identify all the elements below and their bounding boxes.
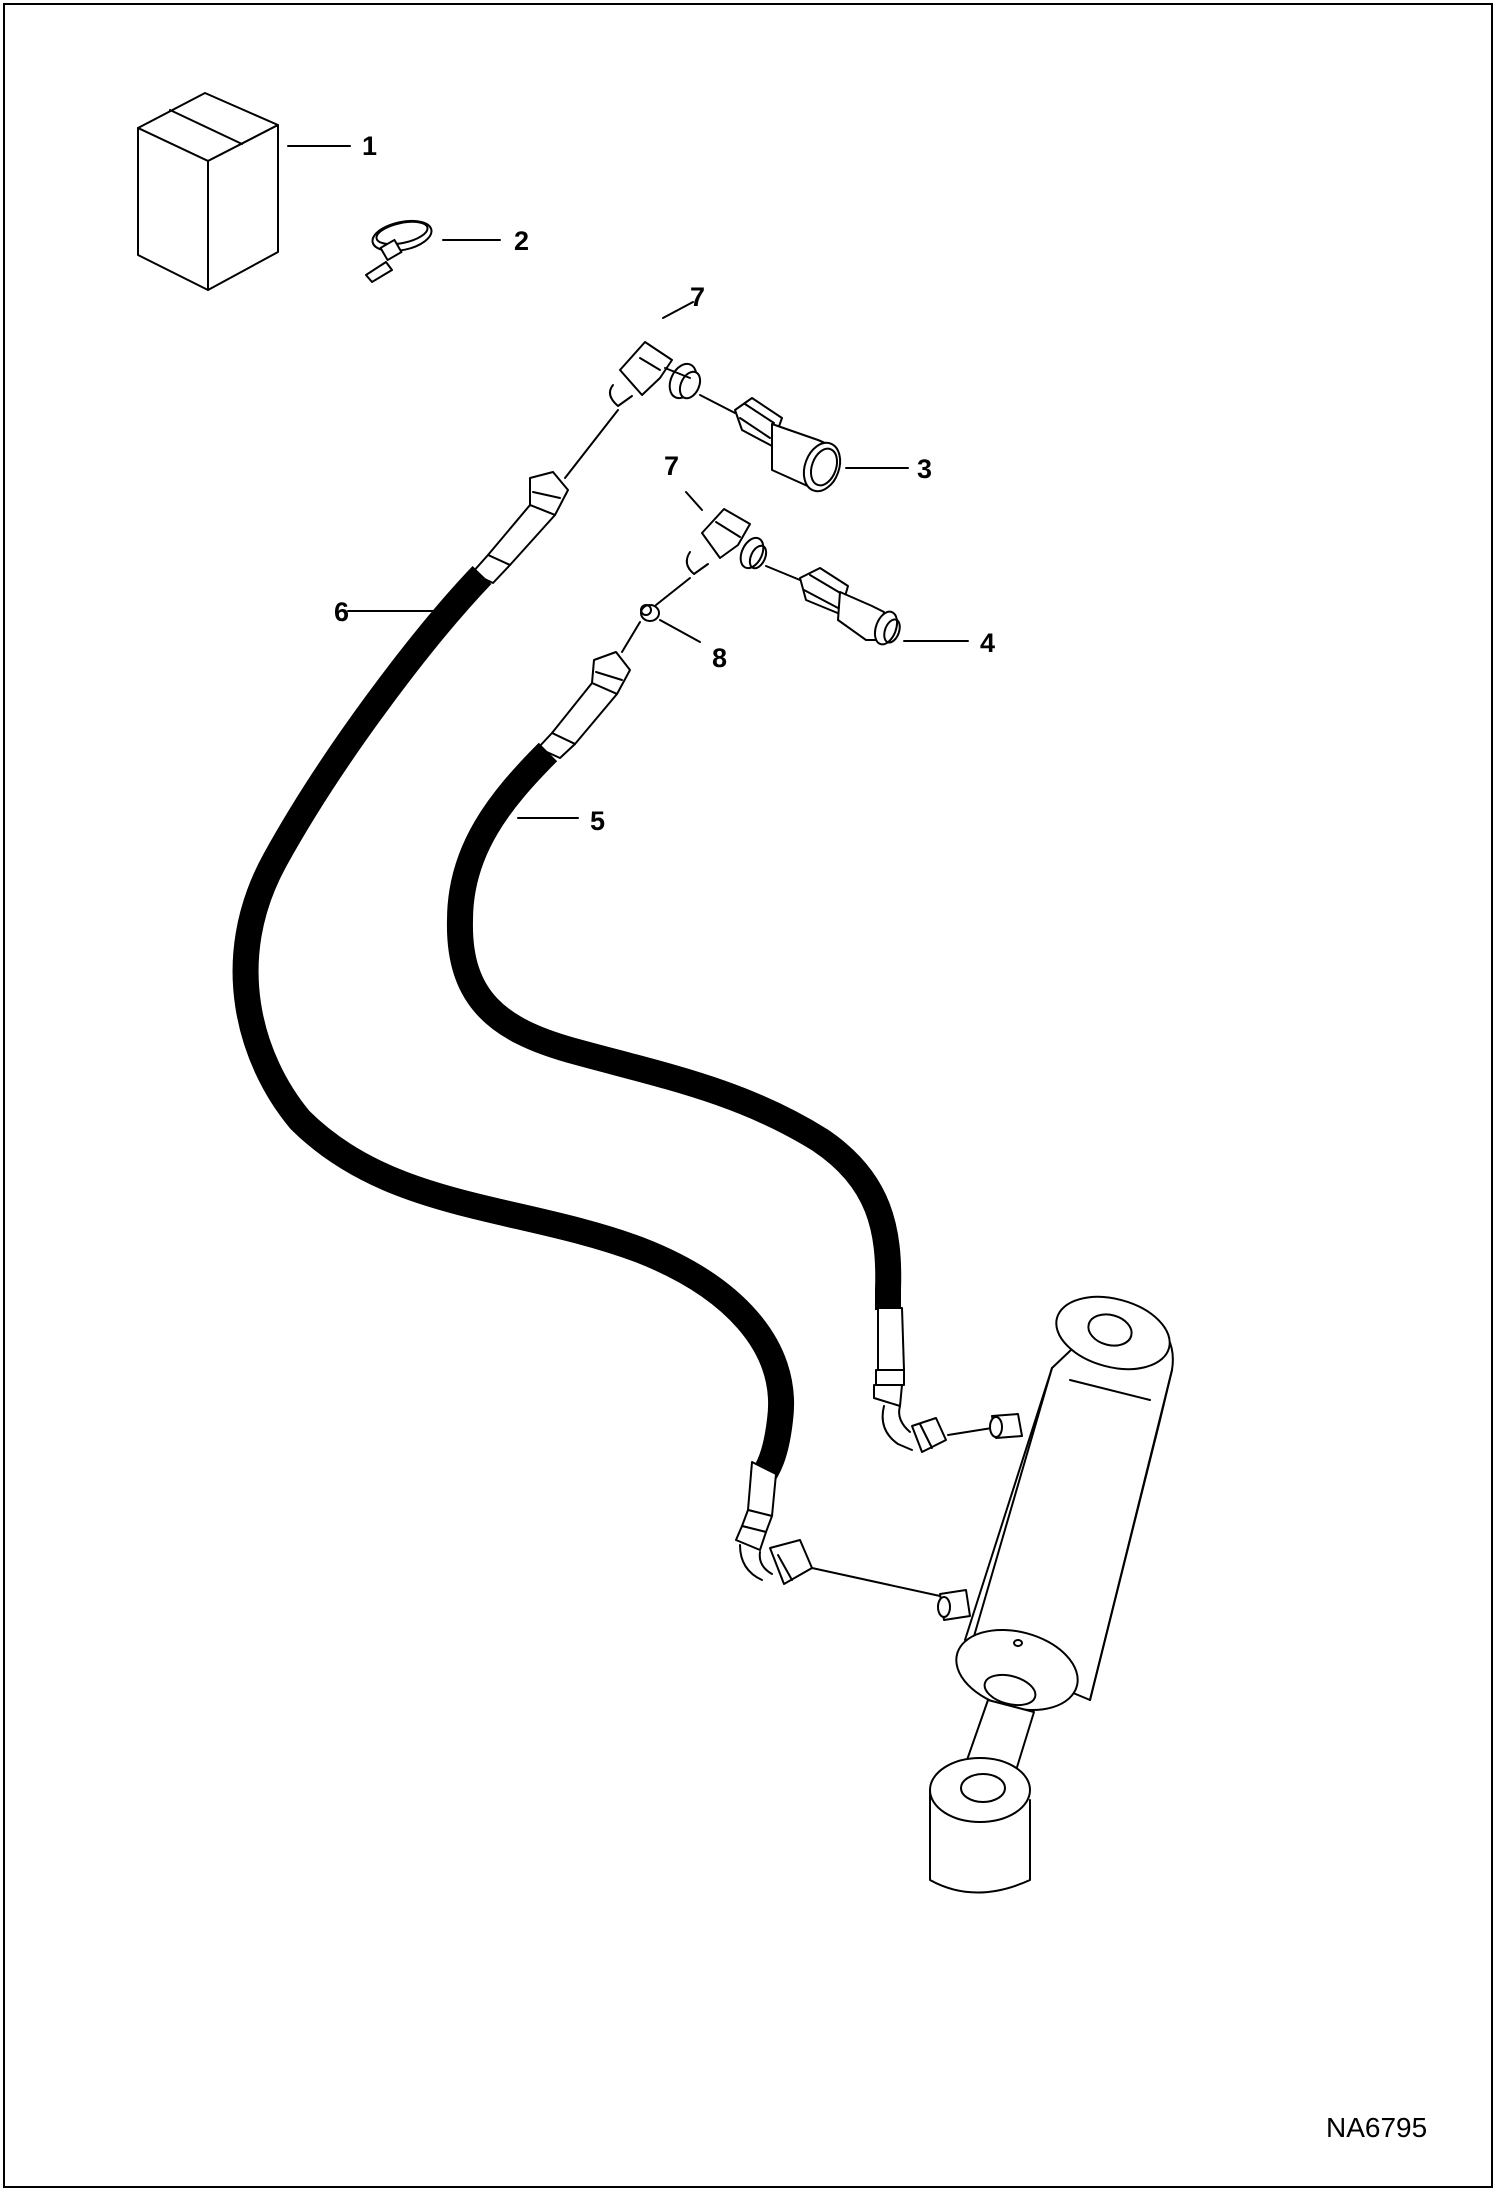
- link-elbow-coupler-upper: [699, 394, 736, 414]
- link-elbow-coupler-lower: [765, 565, 801, 581]
- callout-8: 8: [712, 643, 727, 673]
- hose-long-body: [232, 566, 795, 1489]
- coupler-female-part: [734, 397, 842, 493]
- link-hose6-elbow: [564, 409, 619, 479]
- callout-6: 6: [334, 597, 349, 627]
- coupler-male-part: [799, 567, 901, 646]
- callout-7-upper: 7: [690, 282, 705, 312]
- link-orifice-hose: [621, 621, 641, 653]
- leader-7-lower: [685, 491, 703, 511]
- link-hose6-port: [811, 1567, 941, 1597]
- hose-short-body: [446, 742, 902, 1310]
- callout-2: 2: [514, 226, 529, 256]
- hose-long-lower-fitting: [735, 1461, 813, 1585]
- hose-short-lower-fitting: [873, 1307, 947, 1453]
- callout-1: 1: [362, 131, 377, 161]
- cable-tie-part: [365, 219, 433, 283]
- kit-box-part: [137, 92, 279, 291]
- leader-7-upper: [662, 301, 694, 319]
- hydraulic-cylinder: [929, 1295, 1174, 1894]
- hose-long-upper-fitting: [471, 471, 569, 584]
- orifice-part: [640, 604, 660, 622]
- callout-7-lower: 7: [664, 451, 679, 481]
- callout-4: 4: [980, 628, 995, 658]
- callout-5: 5: [590, 806, 605, 836]
- callout-3: 3: [917, 454, 932, 484]
- leader-8: [659, 619, 701, 643]
- elbow-fitting-lower: [685, 508, 768, 575]
- diagram-frame: [3, 3, 1493, 2188]
- link-hose5-port: [947, 1427, 993, 1436]
- figure-id: NA6795: [1326, 2112, 1428, 2143]
- elbow-fitting-upper: [608, 341, 702, 407]
- link-orifice-elbow: [655, 577, 691, 606]
- hose-short-upper-fitting: [537, 651, 631, 759]
